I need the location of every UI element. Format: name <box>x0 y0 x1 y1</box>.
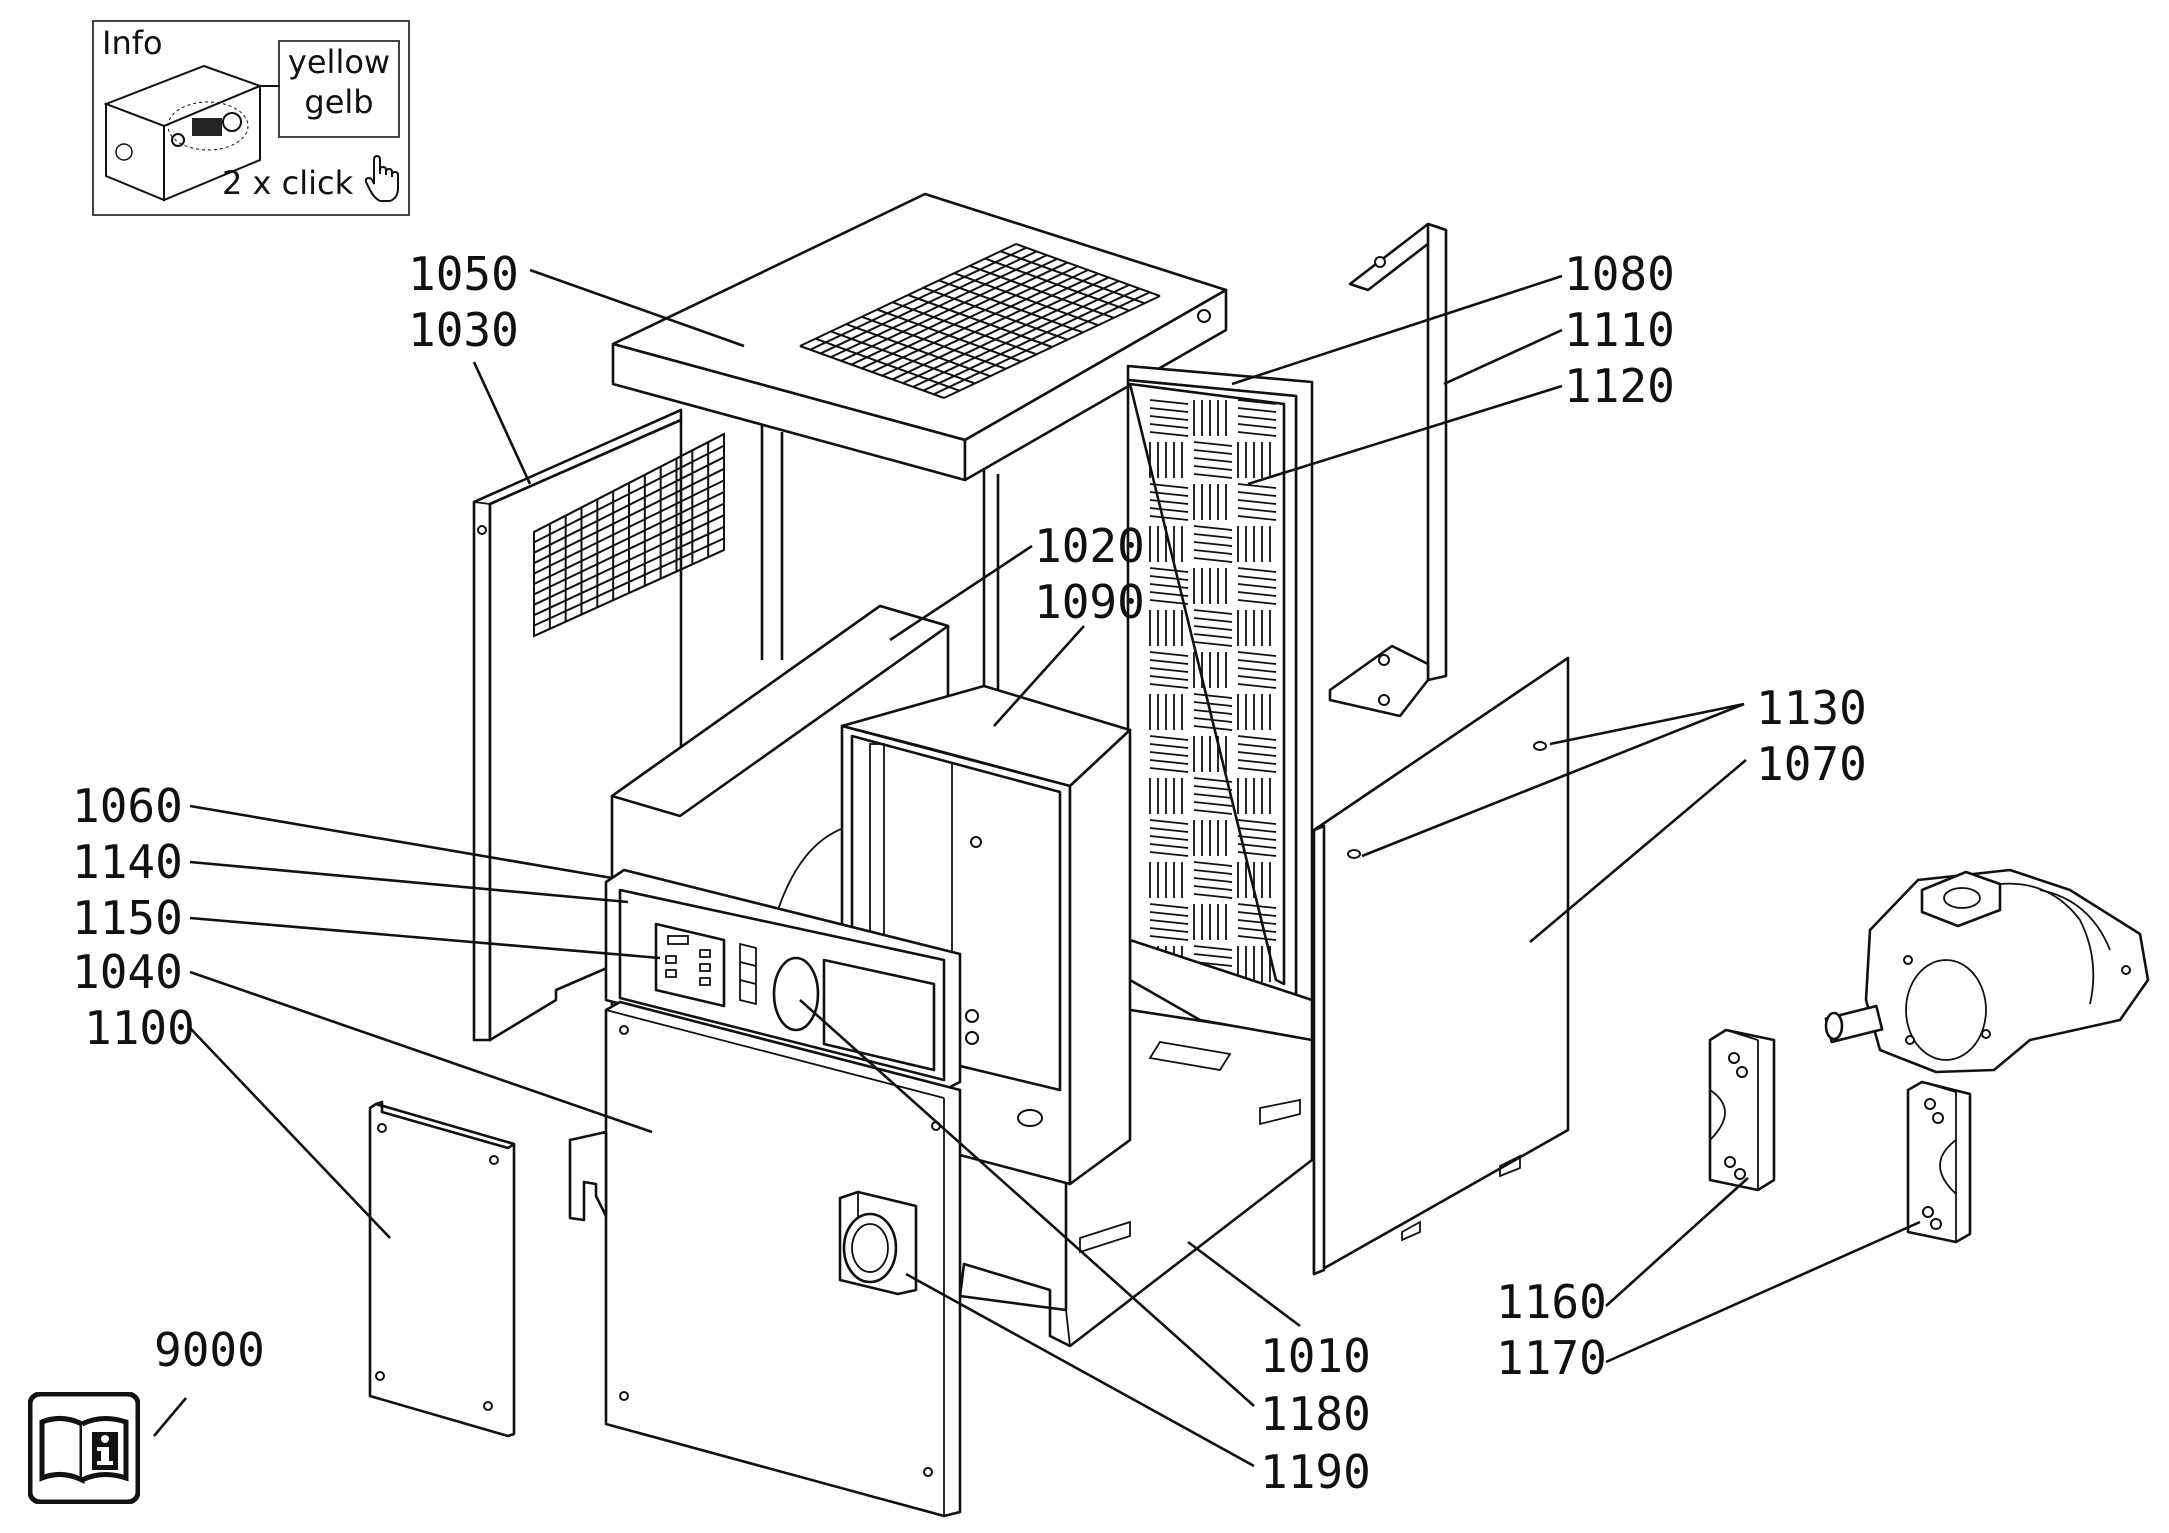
part-label-9000[interactable]: 9000 <box>154 1323 265 1377</box>
part-label-1030[interactable]: 1030 <box>408 303 519 357</box>
top-cover-grille <box>799 243 1161 399</box>
leader-lines <box>153 268 1921 1468</box>
part-label-1070[interactable]: 1070 <box>1756 737 1867 791</box>
part-label-1050[interactable]: 1050 <box>408 247 519 301</box>
part-label-1140[interactable]: 1140 <box>72 835 183 889</box>
right-side-panel[interactable] <box>1312 656 1570 1276</box>
part-label-1100[interactable]: 1100 <box>84 1001 195 1055</box>
info-panel[interactable]: Info yellow gelb 2 x click <box>92 20 410 216</box>
bracket[interactable] <box>1328 222 1448 718</box>
left-panel-grille <box>533 432 725 638</box>
display-unit <box>654 922 726 1008</box>
side-cover-plate[interactable] <box>368 1100 516 1438</box>
part-label-1110[interactable]: 1110 <box>1564 303 1675 357</box>
part-labels: 1050 1030 1080 1110 1120 1020 1090 1130 … <box>72 247 1867 1499</box>
info-title: Info <box>102 24 163 62</box>
pointer-hand-icon <box>364 154 399 202</box>
emergency-stop <box>772 956 820 1032</box>
front-door-panel[interactable] <box>568 1000 962 1518</box>
pressure-gauge <box>838 1190 918 1296</box>
part-label-1190[interactable]: 1190 <box>1260 1445 1371 1499</box>
manual-info-icon[interactable] <box>28 1392 140 1504</box>
part-label-1090[interactable]: 1090 <box>1034 575 1145 629</box>
info-thumbnail-icon <box>104 64 262 202</box>
double-click-hint: 2 x click <box>222 164 354 202</box>
mount-block-lower[interactable] <box>1906 1080 1972 1244</box>
part-label-1120[interactable]: 1120 <box>1564 359 1675 413</box>
part-label-1010[interactable]: 1010 <box>1260 1329 1371 1383</box>
airend-unit[interactable] <box>1824 868 2150 1074</box>
part-label-1160[interactable]: 1160 <box>1496 1275 1607 1329</box>
part-label-1060[interactable]: 1060 <box>72 779 183 833</box>
rear-right-panel[interactable] <box>1126 364 1314 1002</box>
part-label-1020[interactable]: 1020 <box>1034 519 1145 573</box>
part-label-1150[interactable]: 1150 <box>72 891 183 945</box>
door-handle <box>568 1130 608 1222</box>
legend-english: yellow <box>287 43 391 81</box>
part-label-1040[interactable]: 1040 <box>72 945 183 999</box>
legend-german: gelb <box>304 83 374 121</box>
insulation-mat <box>1128 382 1286 986</box>
part-label-1180[interactable]: 1180 <box>1260 1387 1371 1441</box>
legend-connector <box>260 85 280 87</box>
control-panel[interactable] <box>604 868 962 1092</box>
color-legend: yellow gelb <box>278 40 400 138</box>
part-label-1130[interactable]: 1130 <box>1756 681 1867 735</box>
part-label-1080[interactable]: 1080 <box>1564 247 1675 301</box>
part-label-1170[interactable]: 1170 <box>1496 1331 1607 1385</box>
top-cover[interactable] <box>611 192 1228 482</box>
mount-block-upper[interactable] <box>1708 1028 1776 1192</box>
screen-area <box>822 958 936 1072</box>
base-frame[interactable] <box>958 938 1314 1348</box>
